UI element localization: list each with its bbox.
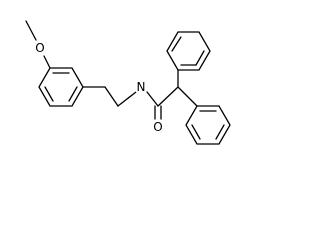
bond-nitrogen-carbonyl: [146, 91, 159, 107]
top-phenyl-double-bond-1: [171, 36, 182, 52]
amide-nitrogen-label: N: [137, 80, 146, 94]
methoxy-oxygen-label: O: [35, 41, 44, 55]
molecule-drawing: O N O: [25, 20, 231, 145]
bond-oxygen-ring: [43, 55, 51, 69]
methoxy-oxygen-atom: O: [33, 41, 47, 55]
methoxyphenyl-double-bond-2: [68, 86, 78, 102]
bond-carbonyl-methine: [157, 86, 179, 107]
amide-nitrogen-atom: N: [134, 80, 148, 94]
chemical-structure-canvas: O N O: [25, 20, 231, 145]
top-phenyl-ring: [166, 31, 211, 71]
bond-methine-lower-phenyl: [177, 86, 198, 107]
lower-phenyl-double-bond-3: [191, 124, 201, 140]
lower-phenyl-ring: [185, 105, 231, 145]
lower-phenyl-double-bond-2: [215, 124, 225, 140]
methoxyphenyl-ring: [38, 67, 84, 107]
methoxyphenyl-double-bond-3: [44, 86, 54, 102]
bond-methylene-chain: [104, 86, 119, 107]
top-phenyl-double-bond-2: [195, 50, 205, 66]
bond-methylene-nitrogen: [117, 91, 137, 107]
bond-methyl-oxygen: [25, 20, 37, 41]
carbonyl-oxygen-label: O: [153, 120, 162, 134]
carbonyl-oxygen-atom: O: [151, 120, 165, 134]
